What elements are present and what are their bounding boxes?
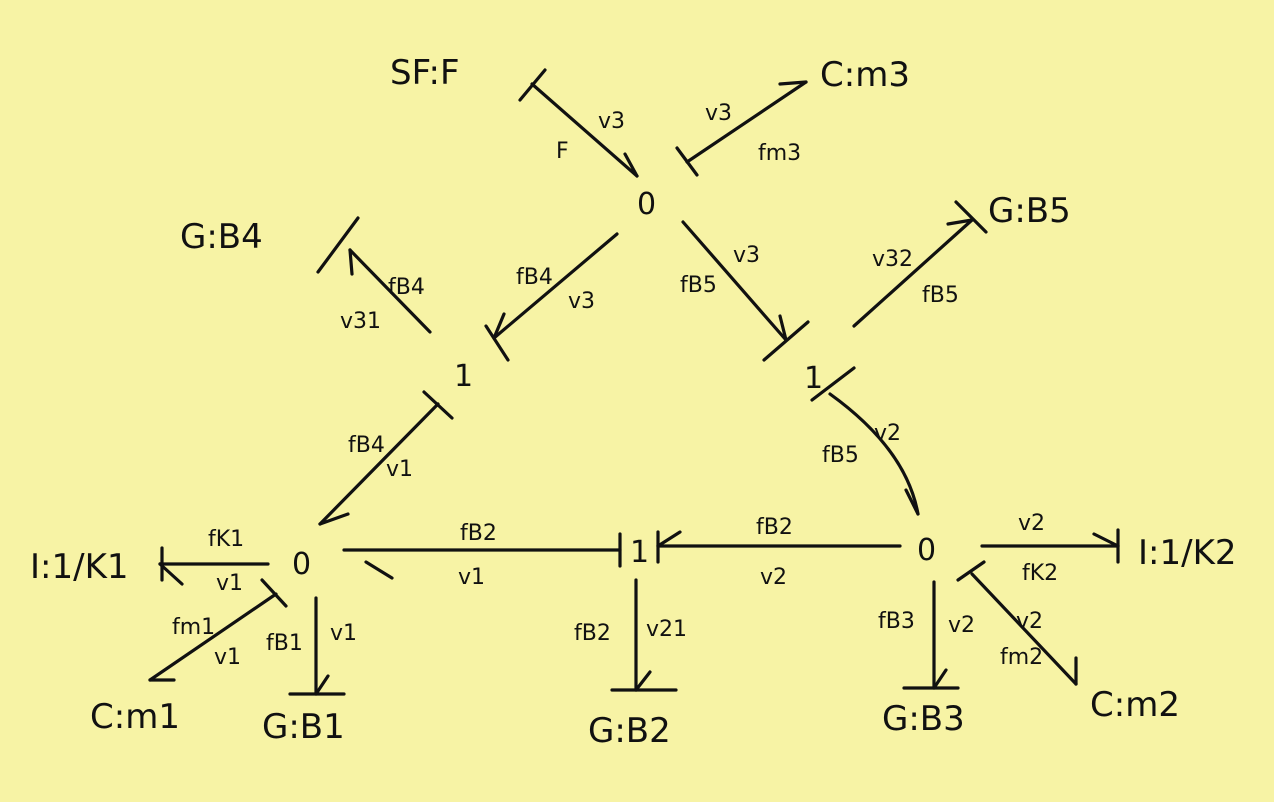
junction-0-right: 0 — [917, 533, 936, 568]
element-g-b3: G:B3 — [882, 699, 965, 739]
bond-j1left-to-gb4 — [316, 216, 432, 334]
junction-1-left: 1 — [454, 359, 473, 394]
bond-j1right-to-gb5 — [852, 200, 988, 328]
label-gb3-flow: v2 — [948, 613, 975, 638]
label-ik2-flow: v2 — [1018, 511, 1045, 536]
element-g-b4: G:B4 — [180, 217, 263, 257]
label-gb4-effort: fB4 — [388, 275, 425, 300]
label-tr-flow: v3 — [733, 243, 760, 268]
element-c-m3: C:m3 — [820, 55, 910, 95]
label-tl-effort: fB4 — [516, 265, 553, 290]
bond-j1bottom-to-j0left — [342, 532, 622, 580]
bond-j0top-to-cm3 — [675, 80, 808, 177]
label-ll-flow: v1 — [386, 457, 413, 482]
label-tr-effort: fB5 — [680, 273, 717, 298]
bond-j1left-to-j0left — [318, 390, 454, 526]
bond-j0right-to-ik2 — [980, 528, 1120, 564]
junction-1-right: 1 — [804, 361, 823, 396]
label-bl-effort: fB2 — [460, 521, 497, 546]
label-cm1-flow: v1 — [214, 645, 241, 670]
bond-j0left-to-gb1 — [288, 596, 346, 696]
label-bl-flow: v1 — [458, 565, 485, 590]
bond-j0left-to-cm1 — [148, 578, 288, 682]
label-ll-effort: fB4 — [348, 433, 385, 458]
label-gb1-flow: v1 — [330, 621, 357, 646]
label-sf-effort: F — [556, 139, 569, 164]
bond-j0top-to-j1right — [681, 220, 810, 362]
element-sf-f: SF:F — [390, 53, 460, 93]
label-rr-flow: v2 — [874, 421, 901, 446]
label-cm2-effort: fm2 — [1000, 645, 1043, 670]
junction-0-left: 0 — [292, 547, 311, 582]
bond-j0right-to-j1bottom — [656, 530, 902, 564]
element-g-b5: G:B5 — [988, 191, 1071, 231]
label-ik1-effort: fK1 — [208, 527, 244, 552]
element-i-k1: I:1/K1 — [30, 547, 129, 587]
label-cm1-effort: fm1 — [172, 615, 215, 640]
label-ik2-effort: fK2 — [1022, 561, 1058, 586]
label-br-flow: v2 — [760, 565, 787, 590]
label-gb1-effort: fB1 — [266, 631, 303, 656]
label-cm3-effort: fm3 — [758, 141, 801, 166]
label-sf-flow: v3 — [598, 109, 625, 134]
element-i-k2: I:1/K2 — [1138, 533, 1237, 573]
bond-j0right-to-cm2 — [956, 560, 1078, 686]
label-rr-effort: fB5 — [822, 443, 859, 468]
label-gb2-flow: v21 — [646, 617, 687, 642]
bond-j0left-to-ik1 — [158, 546, 270, 586]
label-ik1-flow: v1 — [216, 571, 243, 596]
bond-j1bottom-to-gb2 — [610, 578, 678, 692]
label-gb2-effort: fB2 — [574, 621, 611, 646]
junction-1-bottom: 1 — [630, 535, 649, 570]
label-br-effort: fB2 — [756, 515, 793, 540]
label-gb5-effort: fB5 — [922, 283, 959, 308]
element-g-b1: G:B1 — [262, 707, 345, 747]
element-c-m1: C:m1 — [90, 697, 180, 737]
label-cm3-flow: v3 — [705, 101, 732, 126]
label-cm2-flow: v2 — [1016, 609, 1043, 634]
bond-j1right-to-j0right — [810, 366, 920, 516]
bond-j0right-to-gb3 — [902, 580, 960, 690]
element-g-b2: G:B2 — [588, 711, 671, 751]
label-gb4-flow: v31 — [340, 309, 381, 334]
junction-0-top: 0 — [637, 187, 656, 222]
label-gb5-flow: v32 — [872, 247, 913, 272]
label-gb3-effort: fB3 — [878, 609, 915, 634]
bond-sf-to-j0top — [518, 68, 639, 178]
element-c-m2: C:m2 — [1090, 685, 1180, 725]
label-tl-flow: v3 — [568, 289, 595, 314]
bond-j0top-to-j1left — [484, 232, 619, 362]
